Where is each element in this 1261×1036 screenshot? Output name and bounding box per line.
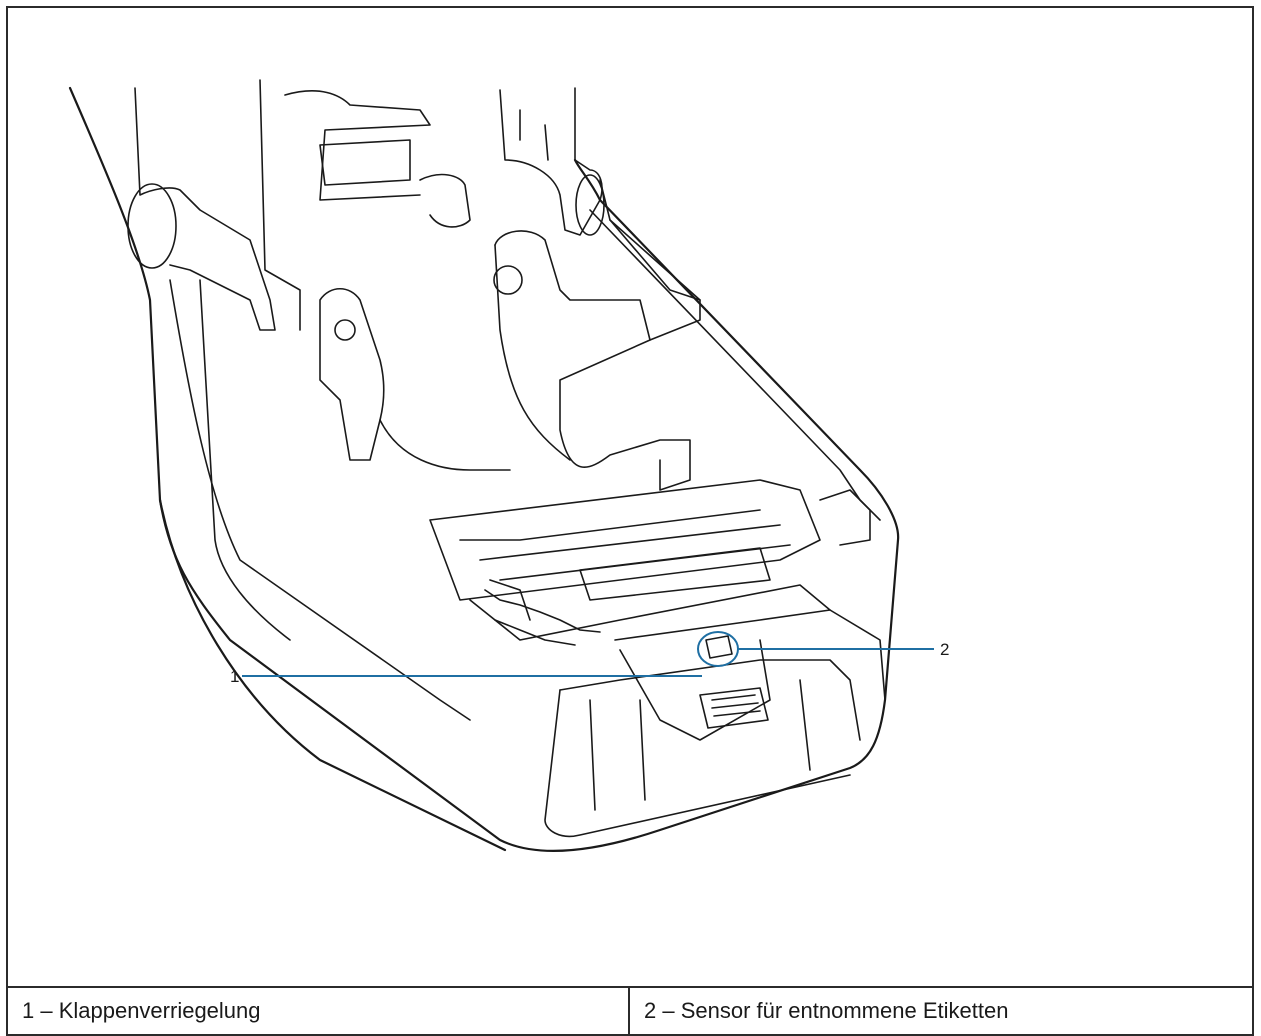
legend-item-2: 2 – Sensor für entnommene Etiketten [644, 998, 1009, 1023]
printer-illustration: 1 2 [68, 79, 949, 853]
legend-table: 1 – Klappenverriegelung 2 – Sensor für e… [6, 986, 1254, 1036]
callout-number-2: 2 [940, 640, 949, 659]
legend-item-1: 1 – Klappenverriegelung [8, 988, 630, 1034]
callout-number-1: 1 [230, 667, 239, 686]
printer-body-outline [68, 86, 900, 853]
